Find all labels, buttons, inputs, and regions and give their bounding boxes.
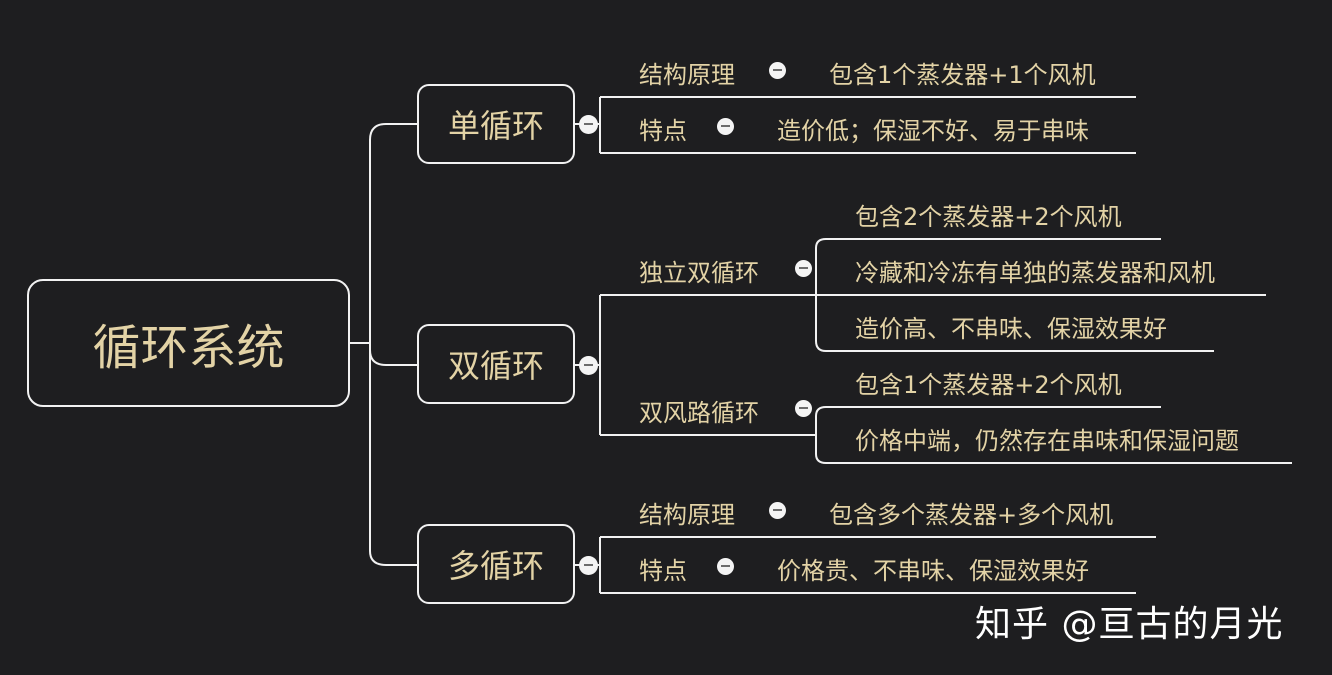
collapse-single-row-0-icon[interactable]	[769, 62, 786, 79]
dual-sub-1-item-0: 包含1个蒸发器+2个风机	[855, 371, 1122, 399]
dual-sub-1-item-1: 价格中端，仍然存在串味和保湿问题	[855, 427, 1239, 455]
dual-sub-0-label: 独立双循环	[639, 259, 759, 287]
single-row-1-value: 造价低；保湿不好、易于串味	[777, 117, 1089, 145]
dual-sub-0-item-1: 冷藏和冷冻有单独的蒸发器和风机	[855, 259, 1215, 287]
collapse-single-icon[interactable]	[579, 115, 598, 134]
branch-node-multi[interactable]: 多循环	[417, 524, 575, 604]
root-node[interactable]: 循环系统	[27, 279, 350, 407]
dual-sub-0-item-0: 包含2个蒸发器+2个风机	[855, 203, 1122, 231]
collapse-dual-sub-0-icon[interactable]	[795, 260, 812, 277]
single-row-0-value: 包含1个蒸发器+1个风机	[829, 61, 1096, 89]
branch-node-dual[interactable]: 双循环	[417, 324, 575, 404]
root-label: 循环系统	[92, 320, 285, 376]
single-row-1-label: 特点	[639, 117, 687, 145]
branch-label-multi: 多循环	[447, 547, 544, 585]
multi-row-1-value: 价格贵、不串味、保湿效果好	[777, 557, 1089, 585]
collapse-multi-icon[interactable]	[579, 556, 598, 575]
branch-node-single[interactable]: 单循环	[417, 84, 575, 164]
branch-label-single: 单循环	[447, 107, 544, 145]
multi-row-0-value: 包含多个蒸发器+多个风机	[829, 501, 1114, 529]
collapse-dual-icon[interactable]	[579, 356, 598, 375]
collapse-dual-sub-1-icon[interactable]	[795, 400, 812, 417]
branch-label-dual: 双循环	[447, 347, 544, 385]
multi-row-0-label: 结构原理	[639, 501, 735, 529]
dual-sub-0-item-2: 造价高、不串味、保湿效果好	[855, 315, 1167, 343]
watermark: 知乎 @亘古的月光	[975, 604, 1284, 645]
collapse-multi-row-0-icon[interactable]	[769, 502, 786, 519]
dual-sub-1-label: 双风路循环	[639, 399, 759, 427]
multi-row-1-label: 特点	[639, 557, 687, 585]
single-row-0-label: 结构原理	[639, 61, 735, 89]
collapse-multi-row-1-icon[interactable]	[717, 558, 734, 575]
collapse-single-row-1-icon[interactable]	[717, 118, 734, 135]
